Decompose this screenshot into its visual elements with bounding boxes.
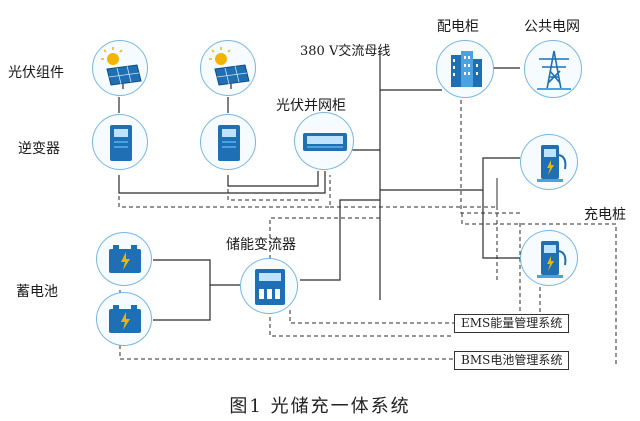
pv-grid-cabinet-icon [294, 112, 354, 170]
charging-pile-label: 充电桩 [584, 207, 626, 223]
battery-1-icon [96, 232, 152, 286]
bus-380v-label: 380 V交流母线 [300, 44, 391, 59]
pcs-label: 储能变流器 [226, 237, 296, 253]
bms-box: BMS电池管理系统 [454, 351, 570, 370]
figure-caption: 图1 光储充一体系统 [229, 396, 411, 417]
distribution-cabinet-label: 配电柜 [437, 19, 479, 35]
distribution-cabinet-icon [436, 40, 494, 98]
public-grid-tower-icon [524, 40, 582, 98]
pv-grid-cabinet-label: 光伏并网柜 [276, 98, 346, 114]
battery-label: 蓄电池 [16, 284, 58, 300]
ems-box: EMS能量管理系统 [454, 314, 570, 333]
charging-pile-1-icon [520, 134, 578, 190]
pv-modules-label: 光伏组件 [8, 65, 64, 81]
energy-storage-converter-icon [240, 258, 298, 314]
public-grid-label: 公共电网 [524, 19, 580, 35]
inverter-1-icon [92, 114, 148, 170]
battery-2-icon [96, 292, 152, 346]
inverter-2-icon [200, 114, 256, 170]
charging-pile-2-icon [520, 230, 578, 286]
pv-module-2-icon [200, 40, 256, 96]
pv-module-1-icon [92, 40, 148, 96]
inverter-label: 逆变器 [18, 141, 60, 157]
